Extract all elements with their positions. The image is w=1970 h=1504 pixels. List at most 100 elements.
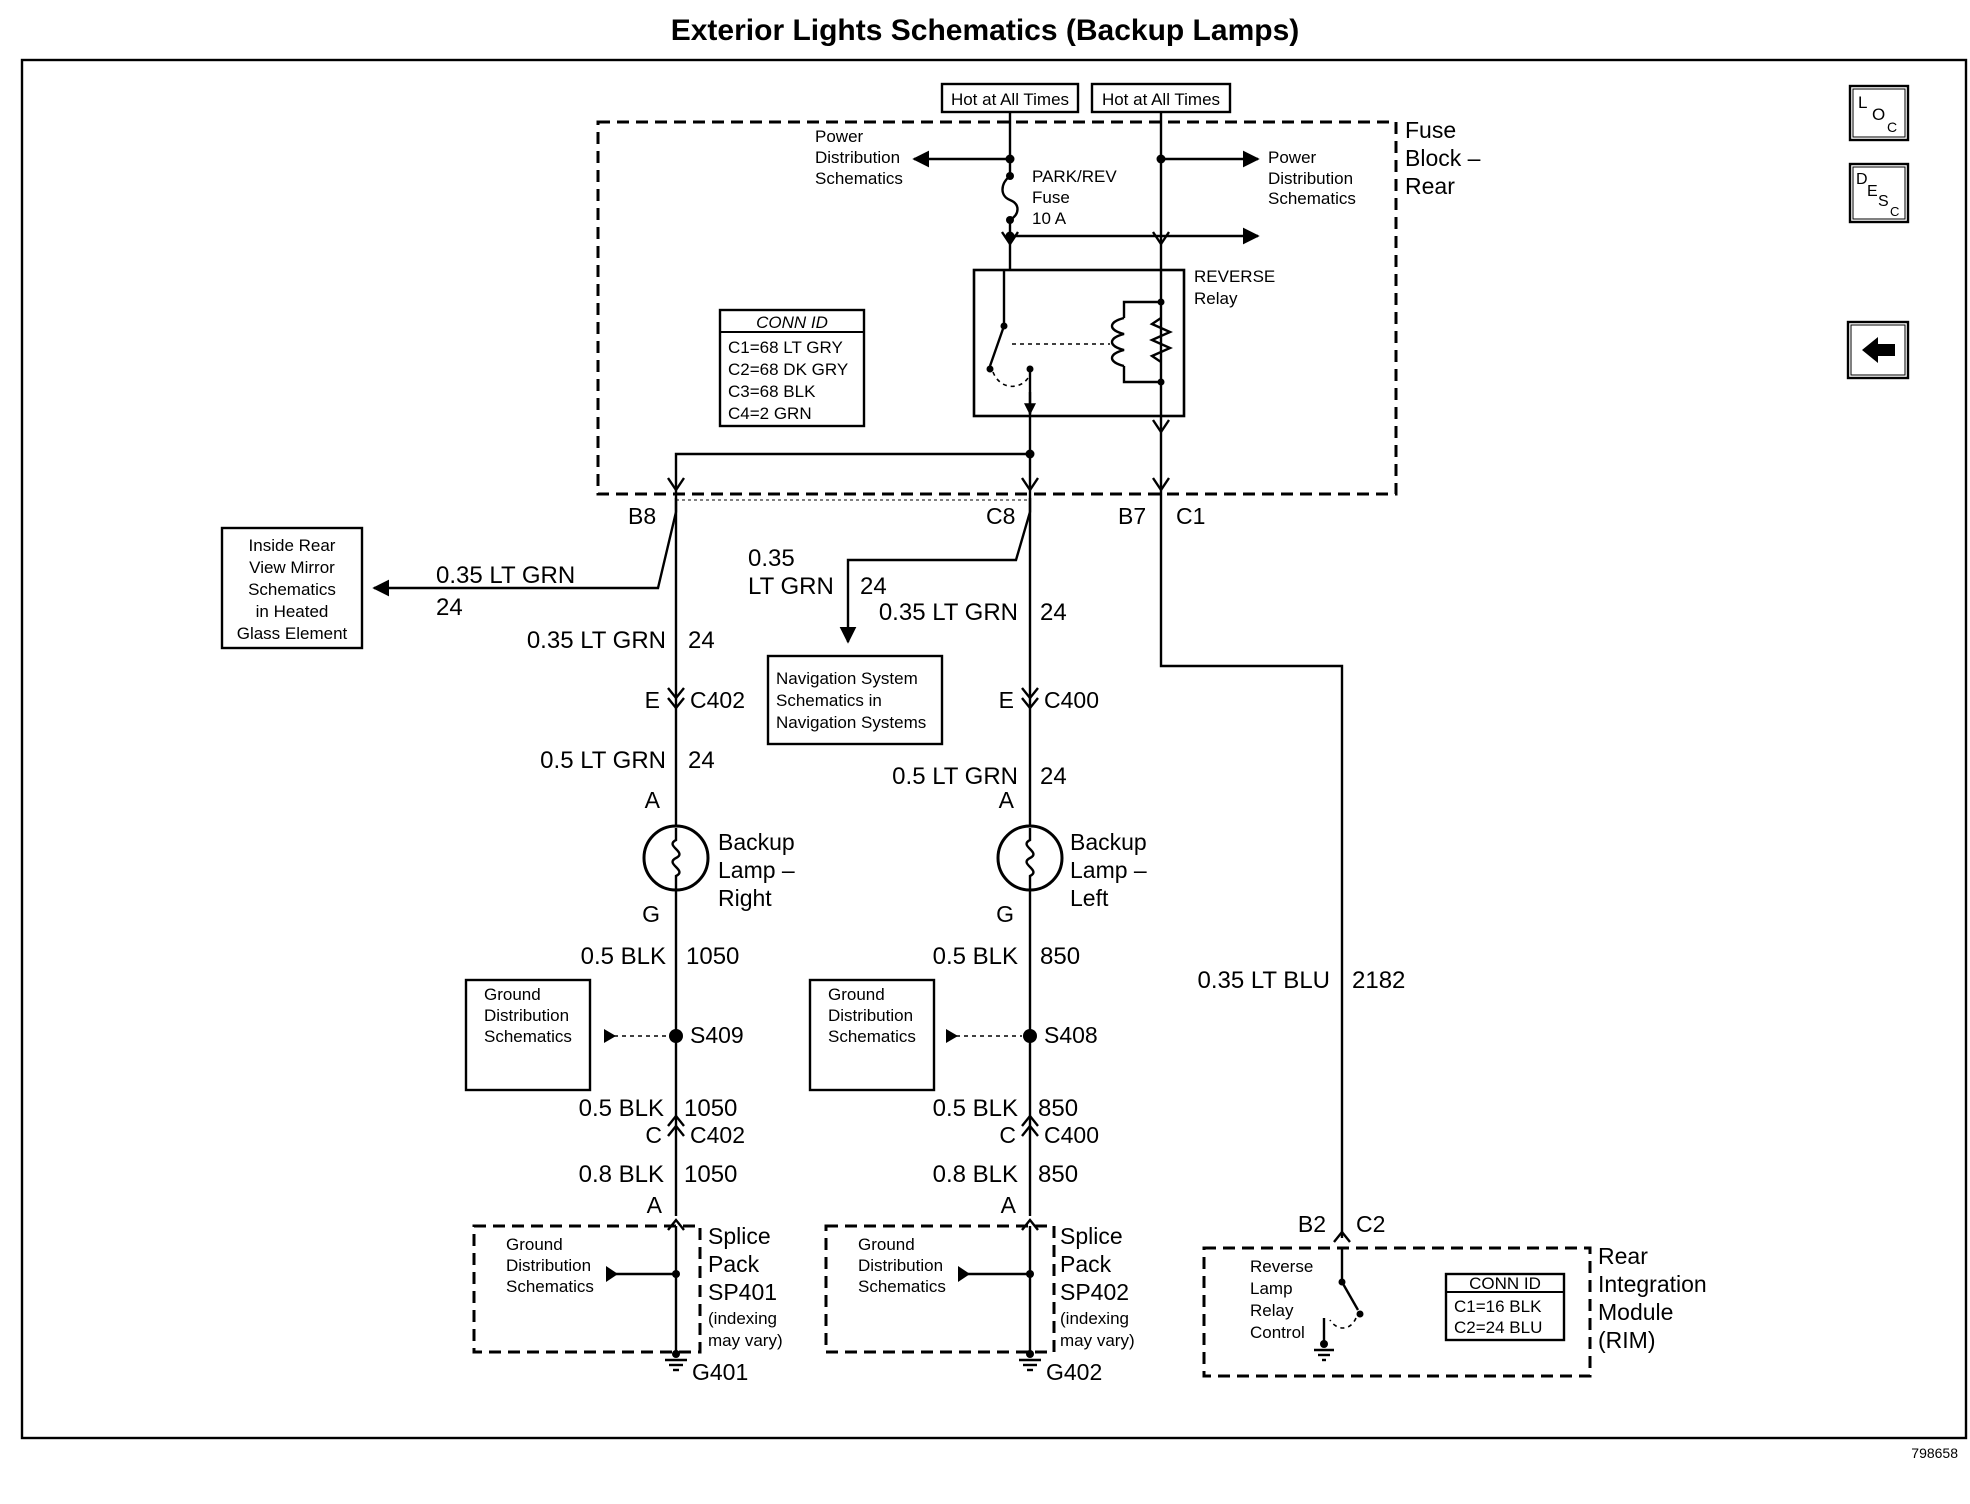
sp401-line-1: Splice (708, 1223, 771, 1249)
left-pin-c: C (999, 1122, 1016, 1148)
mirror-box-line-5: Glass Element (237, 624, 348, 643)
loc-l: L (1858, 93, 1867, 112)
hot-box-left (940, 82, 1080, 114)
fuse-label-2: Fuse (1032, 188, 1070, 207)
sp401-line-4: (indexing (708, 1309, 777, 1328)
fuse-block-conn-row-3: C3=68 BLK (728, 382, 816, 401)
left-wire-1-circuit: 24 (1040, 599, 1067, 626)
mirror-schematics-box[interactable] (220, 526, 364, 650)
relay-coil-icon (1110, 316, 1125, 368)
g402-ground-icon (1019, 1350, 1041, 1372)
sp402-line-4: (indexing (1060, 1309, 1129, 1328)
rim-ground-node (1320, 1340, 1328, 1348)
rim-control-1: Reverse (1250, 1257, 1313, 1276)
back-button[interactable] (1846, 320, 1910, 380)
splice-pack-sp401 (472, 1224, 702, 1354)
power-dist-left-1: Power (815, 127, 864, 146)
s408-ground-arrow (946, 1029, 958, 1043)
left-wire-1-label: 0.35 LT GRN (879, 599, 1018, 626)
sp401-ground-arrow (606, 1266, 618, 1282)
nav-schematics-box[interactable] (766, 654, 944, 746)
right-pin-c: C (645, 1122, 662, 1148)
power-dist-right-2: Distribution (1268, 169, 1353, 188)
rim-wire-label: 0.35 LT BLU (1197, 967, 1330, 994)
power-dist-right-1: Power (1268, 148, 1317, 167)
fuse-block-conn-id-box (718, 308, 866, 428)
desc-button[interactable]: D E S C (1848, 162, 1910, 224)
sp401-ground-dist-3: Schematics (506, 1277, 594, 1296)
hot-label-left: Hot at All Times (951, 90, 1069, 109)
backup-lamp-right-filament (671, 828, 681, 888)
right-wire-5-circuit: 1050 (684, 1161, 737, 1188)
right-pin-e: E (645, 687, 660, 713)
mirror-box-line-4: in Heated (256, 602, 329, 621)
rim-ground-icon (1314, 1348, 1334, 1362)
c400-bot-label: C400 (1044, 1122, 1099, 1148)
right-wire-2-circuit: 24 (688, 747, 715, 774)
nav-wire-circuit: 24 (860, 573, 887, 600)
rim-name-3: Module (1598, 1299, 1673, 1325)
pin-c8: C8 (986, 503, 1015, 529)
power-dist-left-3: Schematics (815, 169, 903, 188)
lamp-left-line-3: Left (1070, 885, 1109, 911)
loc-button[interactable]: L O C (1848, 84, 1910, 142)
right-pin-g: G (642, 901, 660, 927)
rim-control-4: Control (1250, 1323, 1305, 1342)
desc-e: E (1867, 183, 1878, 200)
ground-dist-right-3: Schematics (484, 1027, 572, 1046)
sp402-ground-node (1026, 1270, 1034, 1278)
hot-label-right: Hot at All Times (1102, 90, 1220, 109)
g402-label: G402 (1046, 1359, 1102, 1385)
sp401-ground-dist-2: Distribution (506, 1256, 591, 1275)
pin-b8: B8 (628, 503, 656, 529)
right-wire-5-label: 0.8 BLK (579, 1161, 664, 1188)
left-wire-5-circuit: 850 (1038, 1161, 1078, 1188)
left-pin-g: G (996, 901, 1014, 927)
right-wire-3-circuit: 1050 (686, 943, 739, 970)
fuse-terminal-top (1006, 172, 1014, 180)
left-wire-4-label: 0.5 BLK (933, 1095, 1018, 1122)
g401-label: G401 (692, 1359, 748, 1385)
g401-ground-icon (665, 1350, 687, 1372)
fuse-block-boundary (596, 120, 1398, 496)
c400-top-connector-icon (1021, 687, 1039, 710)
sp402-ground-arrow (958, 1266, 970, 1282)
nav-box-line-3: Navigation Systems (776, 713, 926, 732)
left-pin-e: E (999, 687, 1014, 713)
ground-dist-left-2: Distribution (828, 1006, 913, 1025)
sp402-ground-dist-2: Distribution (858, 1256, 943, 1275)
sp402-line-2: Pack (1060, 1251, 1112, 1277)
fuse-block-name-2: Block – (1405, 145, 1481, 171)
sp402-line-5: may vary) (1060, 1331, 1135, 1350)
mirror-wire-circuit: 24 (436, 594, 463, 621)
ground-dist-left-1: Ground (828, 985, 885, 1004)
s409-splice (669, 1029, 683, 1043)
ground-dist-box-right[interactable] (464, 978, 592, 1092)
coil-lead-top (1122, 300, 1161, 318)
right-pin-a-bot: A (647, 1192, 663, 1218)
sp401-line-3: SP401 (708, 1279, 777, 1305)
right-wire-1-label: 0.35 LT GRN (527, 627, 666, 654)
b7-connector-top (1152, 419, 1170, 435)
loc-c: C (1887, 119, 1897, 135)
sp401-connector (667, 1218, 685, 1231)
s408-splice (1023, 1029, 1037, 1043)
fuse-block-name-3: Rear (1405, 173, 1455, 199)
rim-control-2: Lamp (1250, 1279, 1293, 1298)
rim-pin-c2: C2 (1356, 1211, 1385, 1237)
rim-conn-id-header: CONN ID (1469, 1274, 1541, 1293)
power-dist-right-3: Schematics (1268, 189, 1356, 208)
fuse-label-1: PARK/REV (1032, 167, 1117, 186)
ground-dist-box-left[interactable] (808, 978, 936, 1092)
s409-ground-arrow (604, 1029, 616, 1043)
ground-dist-right-1: Ground (484, 985, 541, 1004)
fuse-block-conn-row-1: C1=68 LT GRY (728, 338, 843, 357)
c402-bot-connector-icon (667, 1114, 685, 1137)
fuse-symbol (1001, 175, 1019, 222)
rim-module-boundary (1202, 1246, 1592, 1378)
fuse-out-splice (1005, 231, 1015, 241)
pin-b7: B7 (1118, 503, 1146, 529)
back-arrow-icon (1862, 337, 1895, 363)
right-wire-4-label: 0.5 BLK (579, 1095, 664, 1122)
s409-label: S409 (690, 1022, 744, 1048)
